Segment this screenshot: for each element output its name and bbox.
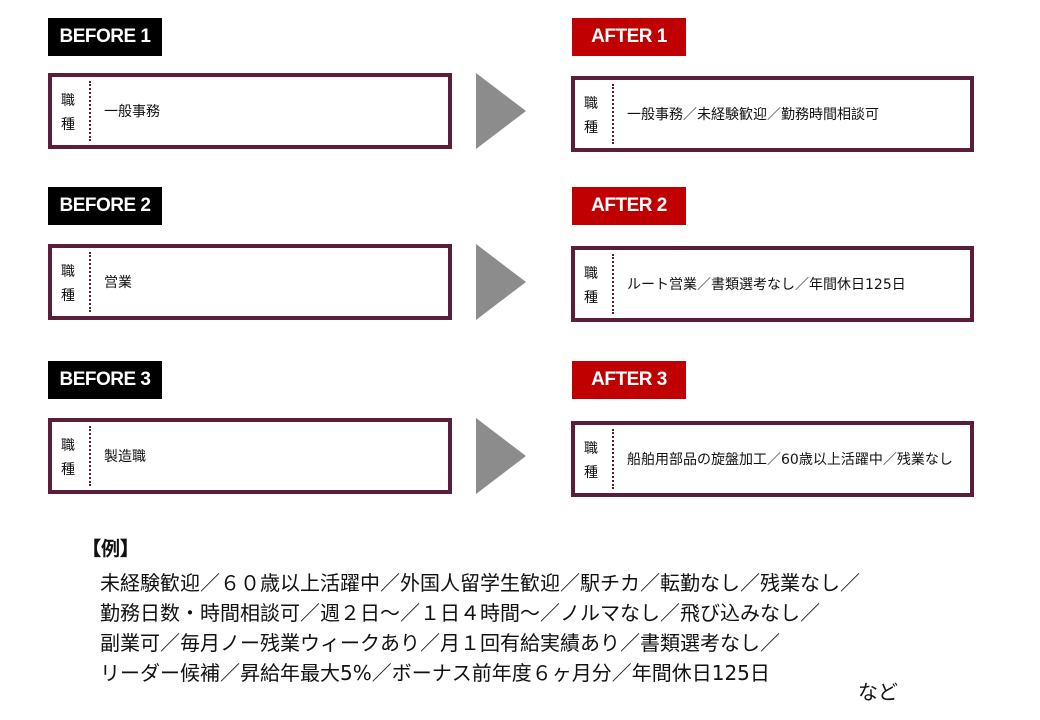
after-value-2: ルート営業／書類選考なし／年間休日125日: [627, 277, 906, 293]
example-line: リーダー候補／昇給年最大5%／ボーナス前年度６ヶ月分／年間休日125日: [100, 661, 770, 685]
before-box-3: 職 種 製造職: [48, 418, 452, 494]
arrow-right-icon: [476, 73, 526, 149]
before-box-1: 職 種 一般事務: [48, 73, 452, 149]
after-box-3: 職 種 船舶用部品の旋盤加工／60歳以上活躍中／残業なし: [571, 421, 974, 497]
job-type-label: 職 種: [584, 266, 598, 306]
before-value-3: 製造職: [104, 449, 146, 465]
before-tag-2: BEFORE 2: [48, 187, 162, 225]
dotted-divider: [612, 84, 614, 144]
before-value-1: 一般事務: [104, 104, 160, 120]
dotted-divider: [89, 252, 91, 312]
example-list: 未経験歓迎／６０歳以上活躍中／外国人留学生歓迎／駅チカ／転勤なし／残業なし／ 勤…: [100, 568, 860, 688]
arrow-right-icon: [476, 418, 526, 494]
dotted-divider: [89, 81, 91, 141]
dotted-divider: [89, 426, 91, 486]
after-value-1: 一般事務／未経験歓迎／勤務時間相談可: [627, 107, 879, 123]
after-tag-3: AFTER 3: [572, 361, 686, 399]
example-line: 勤務日数・時間相談可／週２日～／１日４時間～／ノルマなし／飛び込みなし／: [100, 601, 820, 625]
dotted-divider: [612, 429, 614, 489]
example-title: 【例】: [82, 538, 140, 560]
dotted-divider: [612, 254, 614, 314]
example-line: 未経験歓迎／６０歳以上活躍中／外国人留学生歓迎／駅チカ／転勤なし／残業なし／: [100, 571, 860, 595]
job-type-label: 職 種: [61, 264, 75, 304]
after-box-2: 職 種 ルート営業／書類選考なし／年間休日125日: [571, 246, 974, 322]
after-tag-2: AFTER 2: [572, 187, 686, 225]
job-type-label: 職 種: [61, 93, 75, 133]
before-value-2: 営業: [104, 275, 132, 291]
arrow-right-icon: [476, 244, 526, 320]
before-tag-3: BEFORE 3: [48, 361, 162, 399]
after-tag-1: AFTER 1: [572, 18, 686, 56]
job-type-label: 職 種: [61, 438, 75, 478]
after-box-1: 職 種 一般事務／未経験歓迎／勤務時間相談可: [571, 76, 974, 152]
before-box-2: 職 種 営業: [48, 244, 452, 320]
job-type-label: 職 種: [584, 441, 598, 481]
job-type-label: 職 種: [584, 96, 598, 136]
before-tag-1: BEFORE 1: [48, 18, 162, 56]
after-value-3: 船舶用部品の旋盤加工／60歳以上活躍中／残業なし: [627, 452, 953, 468]
example-etc: など: [858, 680, 898, 704]
example-line: 副業可／毎月ノー残業ウィークあり／月１回有給実績あり／書類選考なし／: [100, 631, 780, 655]
